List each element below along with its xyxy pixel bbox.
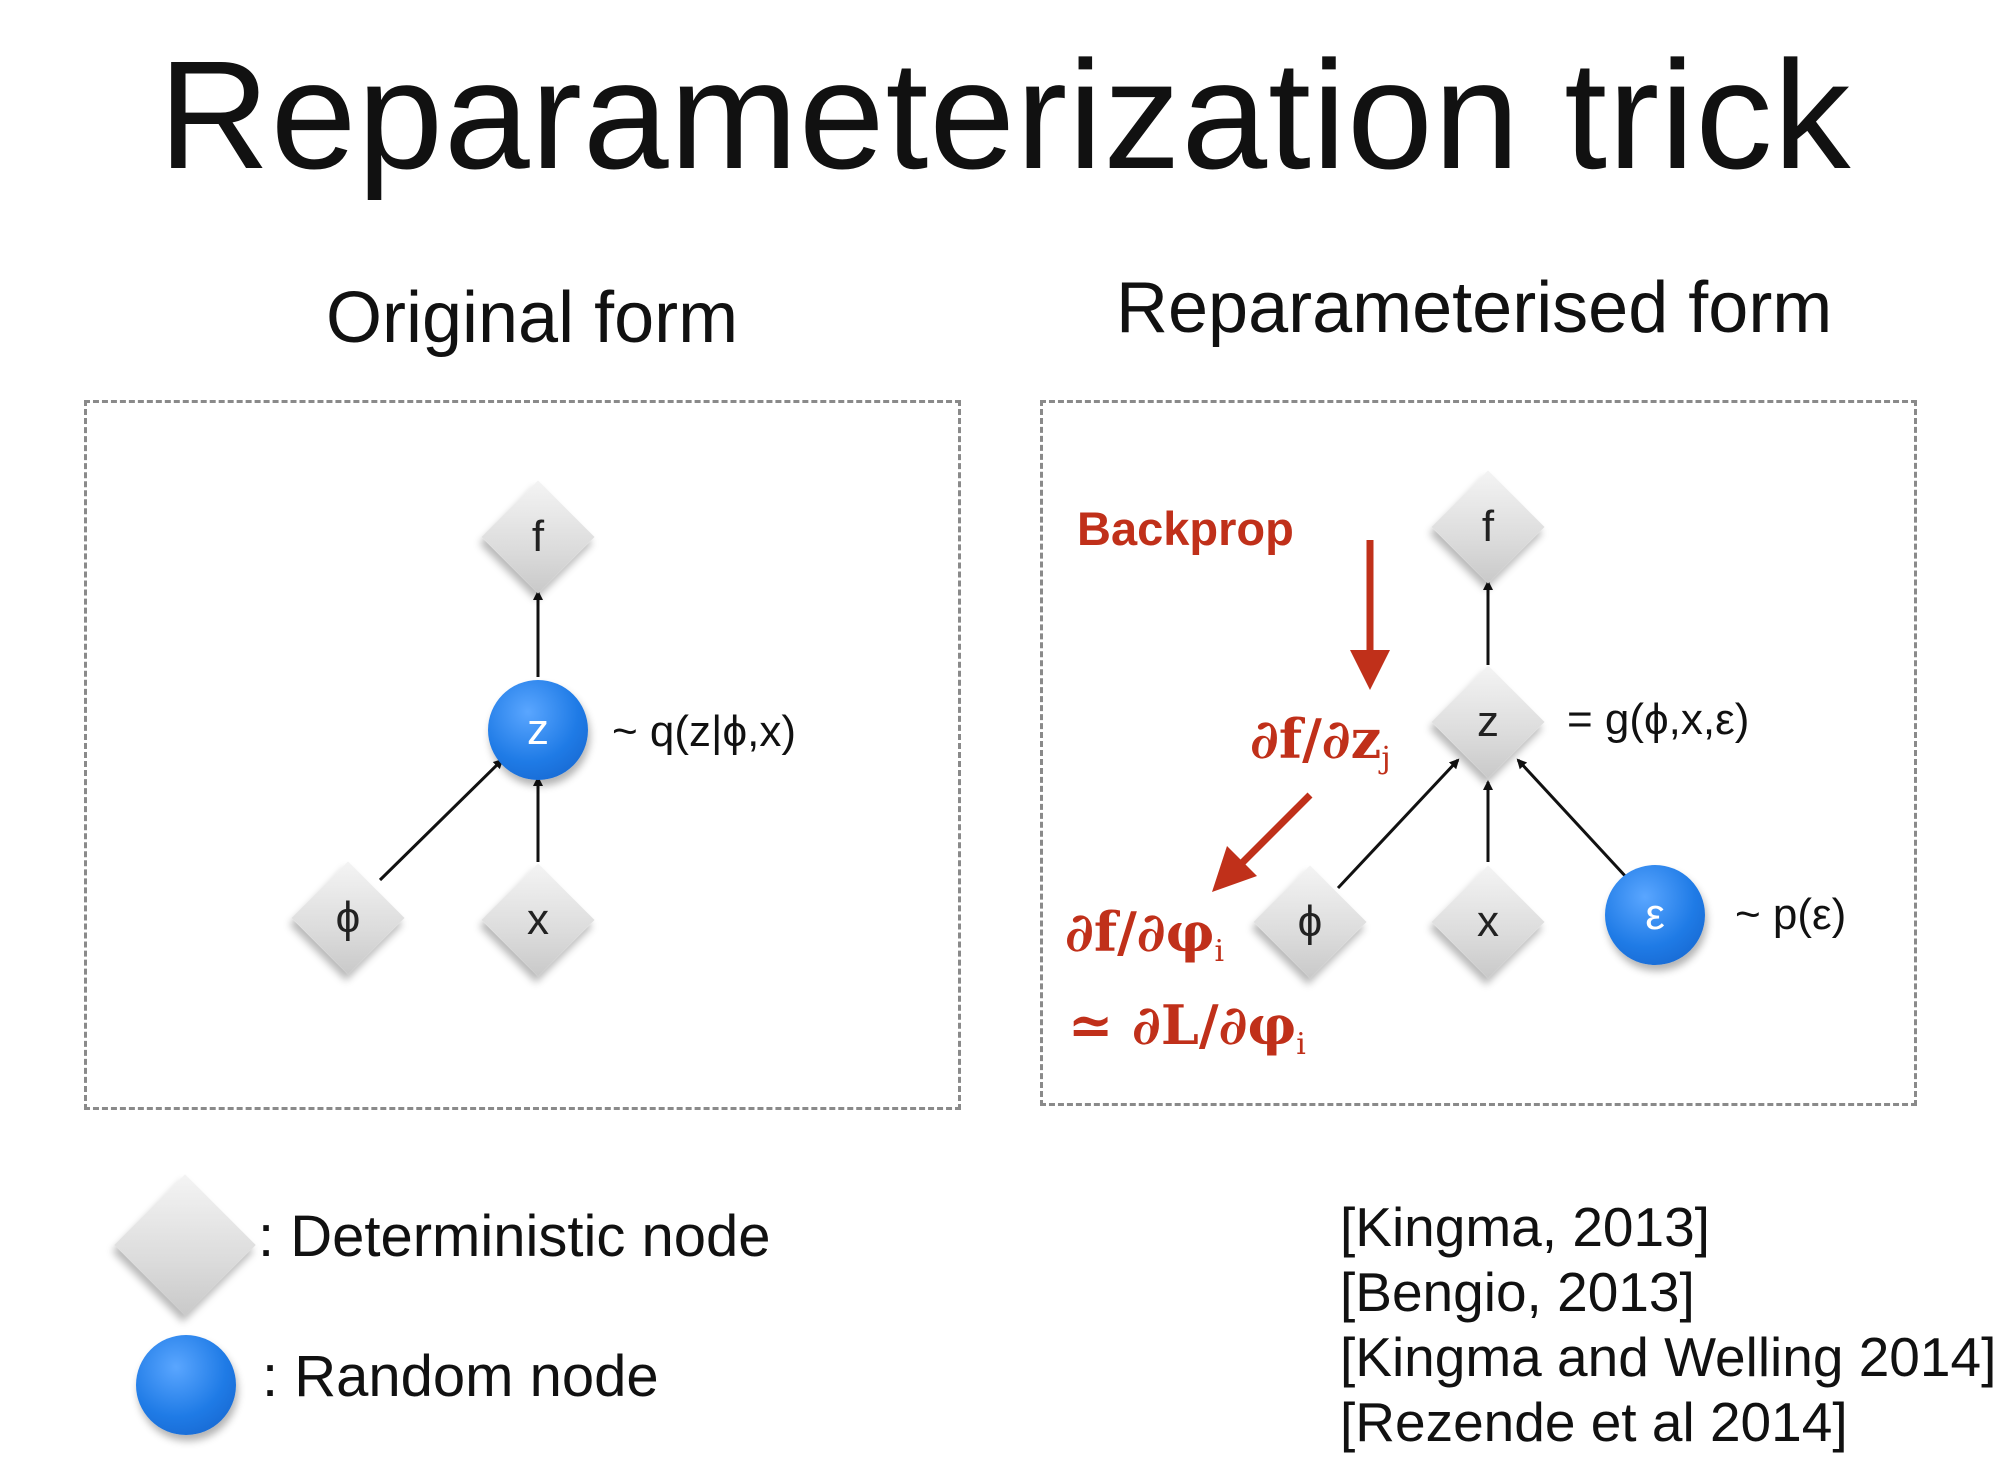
- legend-random-label: : Random node: [262, 1344, 659, 1409]
- legend-deterministic-label: : Deterministic node: [258, 1204, 771, 1269]
- eps-distribution-label: ~ p(ε): [1735, 890, 1847, 939]
- reparameterised-form-panel: [1040, 400, 1917, 1106]
- grad-f-wrt-z: ∂f/∂zj: [1250, 707, 1391, 776]
- reference-1: [Kingma, 2013]: [1340, 1196, 1710, 1258]
- backprop-diagonal-arrow: [1237, 792, 1313, 868]
- reference-4: [Rezende et al 2014]: [1340, 1391, 1848, 1453]
- grad-f-wrt-phi: ∂f/∂φi: [1065, 900, 1225, 969]
- slide-title: Reparameterization trick: [158, 29, 1852, 201]
- reparameterised-form-heading: Reparameterised form: [1116, 268, 1833, 348]
- grad-L-wrt-phi: ≃ ∂L/∂φi: [1068, 993, 1306, 1062]
- legend-deterministic-icon: [114, 1174, 256, 1316]
- node-phi-left: ϕ: [291, 861, 405, 975]
- edge-eps-to-z-right: [1516, 758, 1629, 880]
- legend-random-icon: [134, 1333, 238, 1437]
- z-function-label: = g(ϕ,x,ε): [1567, 695, 1750, 744]
- edge-phi-to-z-left: [378, 758, 504, 882]
- node-z-right: z: [1431, 665, 1545, 779]
- original-form-panel: [84, 400, 961, 1110]
- node-x-right: x: [1431, 865, 1545, 979]
- z-distribution-label: ~ q(z|ϕ,x): [612, 707, 796, 756]
- node-eps-right: ε: [1599, 859, 1711, 971]
- backprop-label: Backprop: [1077, 502, 1294, 555]
- node-f-left: f: [481, 480, 595, 594]
- node-phi-right: ϕ: [1253, 865, 1367, 979]
- original-form-heading: Original form: [326, 278, 739, 358]
- backprop-diagonal-arrowhead: [1212, 846, 1257, 892]
- edge-phi-to-z-right: [1336, 758, 1460, 890]
- backprop-down-arrowhead: [1350, 650, 1390, 690]
- reference-2: [Bengio, 2013]: [1340, 1261, 1695, 1323]
- node-f-right: f: [1431, 470, 1545, 584]
- reference-3: [Kingma and Welling 2014]: [1340, 1326, 1997, 1388]
- node-z-left: z: [482, 674, 594, 786]
- node-x-left: x: [481, 863, 595, 977]
